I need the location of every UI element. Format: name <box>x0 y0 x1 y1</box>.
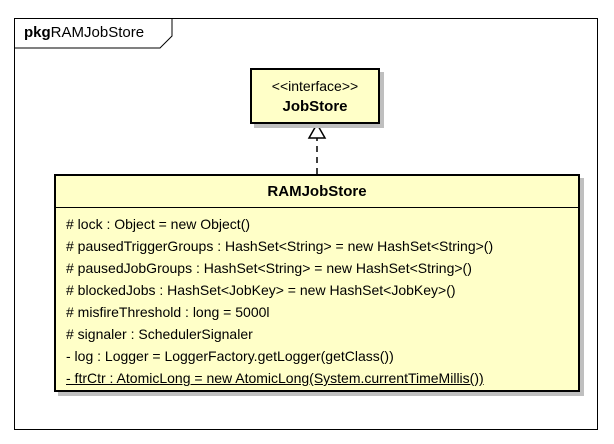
attribute-static: - ftrCtr : AtomicLong = new AtomicLong(S… <box>66 370 484 386</box>
class-name: RAMJobStore <box>56 176 578 208</box>
attribute: - log : Logger = LoggerFactory.getLogger… <box>66 348 394 364</box>
realization-arrowhead-icon <box>307 122 327 139</box>
attribute: # pausedTriggerGroups : HashSet<String> … <box>66 238 494 254</box>
interface-stereotype: <<interface>> <box>271 78 359 94</box>
package-keyword: pkg <box>24 24 51 41</box>
interface-name: JobStore <box>282 98 348 115</box>
package-frame <box>14 18 598 430</box>
attribute: # lock : Object = new Object() <box>66 216 251 232</box>
attribute: # blockedJobs : HashSet<JobKey> = new Ha… <box>66 282 456 298</box>
class-ramjobstore[interactable]: RAMJobStore # lock : Object = new Object… <box>54 174 580 392</box>
attribute: # signaler : SchedulerSignaler <box>66 326 253 342</box>
package-tab-outline <box>14 18 173 49</box>
attribute: # pausedJobGroups : HashSet<String> = ne… <box>66 260 472 276</box>
interface-jobstore[interactable]: <<interface>> JobStore <box>250 68 380 124</box>
class-attributes: # lock : Object = new Object() # pausedT… <box>56 208 578 389</box>
attribute: # misfireThreshold : long = 5000l <box>66 304 270 320</box>
package-name: RAMJobStore <box>50 24 145 41</box>
package-label: pkgRAMJobStore <box>24 24 144 41</box>
